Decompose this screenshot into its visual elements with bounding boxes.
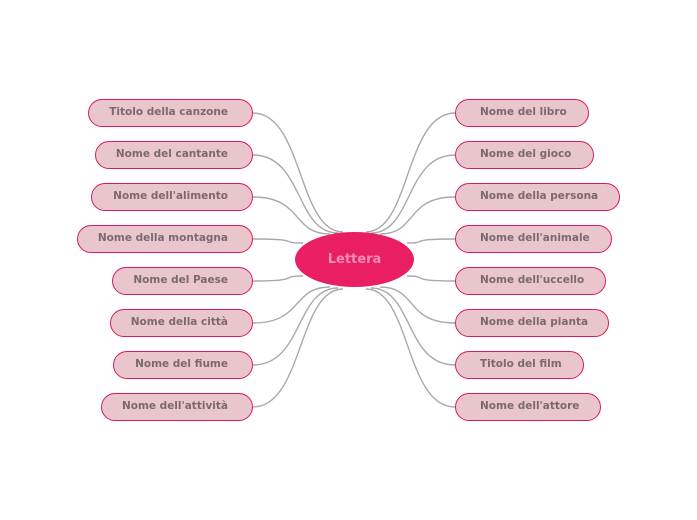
left-connector-1 <box>252 112 344 233</box>
left-connector-5 <box>252 275 304 282</box>
right-branch-node-3[interactable]: Nome della persona <box>455 183 620 211</box>
right-connector-7 <box>370 287 456 366</box>
left-connector-7 <box>252 287 339 366</box>
right-connector-8 <box>365 288 456 408</box>
right-branch-node-1[interactable]: Nome del libro <box>455 99 589 127</box>
left-connector-2 <box>252 154 339 234</box>
right-connector-6 <box>379 286 456 324</box>
right-branch-node-8[interactable]: Nome dell'attore <box>455 393 601 421</box>
left-branch-node-1[interactable]: Titolo della canzone <box>88 99 253 127</box>
left-branch-node-2[interactable]: Nome del cantante <box>95 141 253 169</box>
central-topic[interactable]: Lettera <box>295 232 414 287</box>
left-branch-node-7[interactable]: Nome del fiume <box>113 351 253 379</box>
left-connector-4 <box>252 238 304 244</box>
left-branch-node-3[interactable]: Nome dell'alimento <box>91 183 253 211</box>
left-branch-node-4[interactable]: Nome della montagna <box>77 225 253 253</box>
right-connector-1 <box>365 112 456 233</box>
right-branch-node-7[interactable]: Titolo del film <box>455 351 584 379</box>
right-branch-node-6[interactable]: Nome della pianta <box>455 309 609 337</box>
right-connector-2 <box>370 154 456 234</box>
right-branch-node-4[interactable]: Nome dell'animale <box>455 225 612 253</box>
left-branch-node-8[interactable]: Nome dell'attività <box>101 393 253 421</box>
left-connector-6 <box>252 286 331 324</box>
left-branch-node-5[interactable]: Nome del Paese <box>112 267 253 295</box>
right-connector-5 <box>406 275 456 282</box>
right-connector-3 <box>379 196 456 235</box>
right-branch-node-5[interactable]: Nome dell'uccello <box>455 267 606 295</box>
connectors-group <box>252 112 456 408</box>
left-connector-3 <box>252 196 331 235</box>
left-connector-8 <box>252 288 344 408</box>
left-branch-node-6[interactable]: Nome della città <box>110 309 253 337</box>
right-connector-4 <box>406 238 456 244</box>
right-branch-node-2[interactable]: Nome del gioco <box>455 141 594 169</box>
